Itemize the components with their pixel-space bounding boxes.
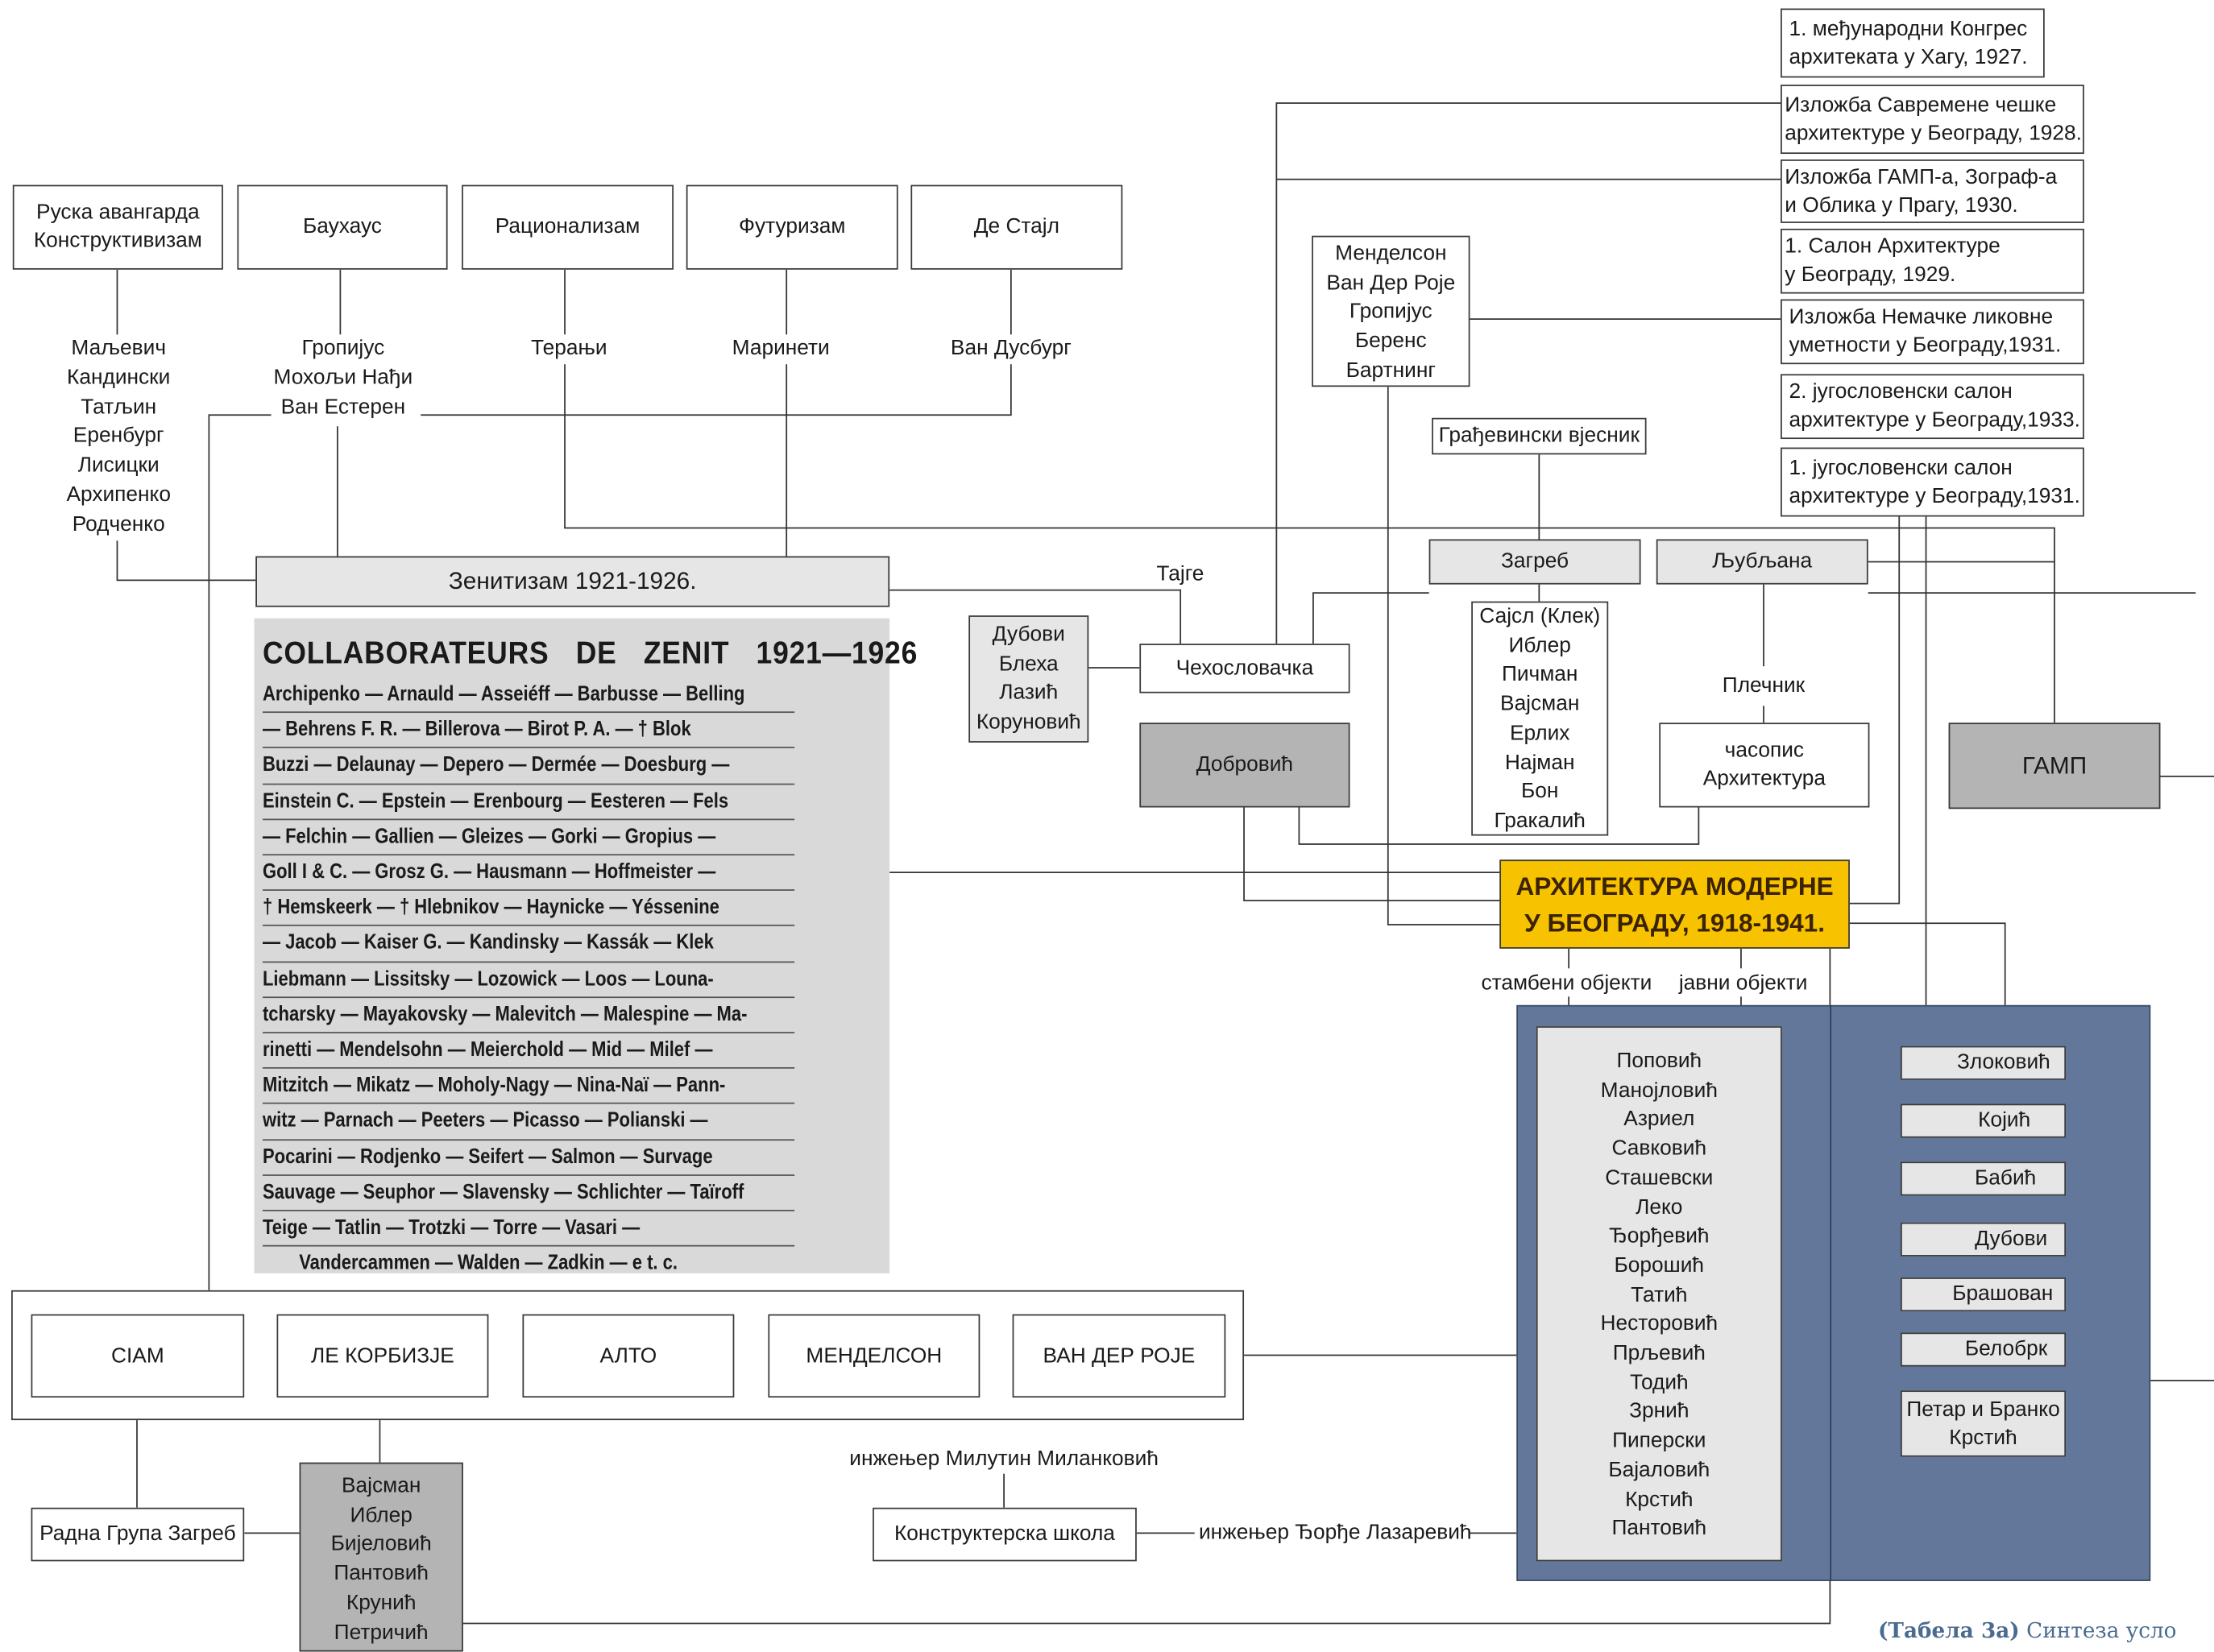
movement-rationalism: Рационализам <box>462 184 674 270</box>
clipping-line: Mitzitch — Mikatz — Moholy-Nagy — Nina-N… <box>262 1069 795 1105</box>
cehoslovacka-box: Чехословачка <box>1139 644 1350 694</box>
event-salon-1933: 2. југословенски салон архитектуре у Бео… <box>1781 374 2084 440</box>
clipping-line: rinetti — Mendelsohn — Meierchold — Mid … <box>262 1033 795 1070</box>
event-salon-1931: 1. југословенски салон архитектуре у Бео… <box>1781 447 2084 517</box>
belobrk-box: Белобрк <box>1900 1332 2067 1367</box>
konstrukterska-skola-box: Конструктерска школа <box>873 1507 1137 1562</box>
event-czech-exhibition: Изложба Савремене чешке архитектуре у Бе… <box>1781 85 2084 155</box>
de-stijl-name: Ван Дусбург <box>950 334 1072 364</box>
panel-divider <box>1830 1004 1832 1581</box>
le-corbusier-box: ЛЕ КОРБИЗЈЕ <box>276 1314 489 1398</box>
clipping-line: † Hemskeerk — † Hlebnikov — Haynicke — Y… <box>262 891 795 927</box>
babic-box: Бабић <box>1900 1161 2067 1196</box>
krstic-brothers-box: Петар и Бранко Крстић <box>1900 1390 2067 1457</box>
clipping-line: — Jacob — Kaiser G. — Kandinsky — Kassák… <box>262 926 795 963</box>
ljubljana-box: Љубљана <box>1656 539 1868 585</box>
van-der-rohe-box: ВАН ДЕР РОЈЕ <box>1012 1314 1226 1398</box>
clipping-line: — Behrens F. R. — Billerova — Birot P. A… <box>262 713 795 749</box>
tajge-label: Тајге <box>1156 561 1204 586</box>
clipping-line: Liebmann — Lissitsky — Lozowick — Loos —… <box>262 963 795 998</box>
movement-bauhaus: Баухаус <box>237 184 448 270</box>
brasovan-box: Брашован <box>1900 1277 2067 1312</box>
event-gamp-prague: Изложба ГАМП-а, Зограф-а и Облика у Праг… <box>1781 159 2084 223</box>
rationalism-name: Терањи <box>531 334 607 364</box>
clipping-line: Vandercammen — Walden — Zadkin — e t. c. <box>299 1252 678 1276</box>
kojic-box: Којић <box>1900 1103 2067 1138</box>
futurism-name: Маринети <box>732 334 830 364</box>
clipping-line: Einstein C. — Epstein — Erenbourg — Eest… <box>262 785 795 820</box>
zlokovic-box: Злоковић <box>1900 1045 2067 1080</box>
clipping-line: tcharsky — Mayakovsky — Malevitch — Male… <box>262 998 795 1033</box>
ciam-box: CIAM <box>31 1314 245 1398</box>
plecnik-label: Плечник <box>1722 672 1806 702</box>
clipping-lines: Archipenko — Arnauld — Asseiéff — Barbus… <box>262 677 881 1281</box>
gradjevinski-vjesnik-box: Грађевински вјесник <box>1432 417 1647 455</box>
clipping-line: Sauvage — Seuphor — Slavensky — Schlicht… <box>262 1176 795 1211</box>
mendelsohn-box: МЕНДЕЛСОН <box>768 1314 981 1398</box>
table-caption: (Табела 3а) Синтеза усло <box>1877 1617 2177 1644</box>
clipping-title: COLLABORATEURS DE ZENIT 1921—1926 <box>262 635 918 671</box>
event-salon-1929: 1. Салон Архитектуре у Београду, 1929. <box>1781 228 2084 294</box>
aalto-box: АЛТО <box>522 1314 735 1398</box>
radna-grupa-zagreb-box: Радна Група Загреб <box>31 1507 245 1562</box>
main-architecture-box: АРХИТЕКТУРА МОДЕРНЕ У БЕОГРАДУ, 1918-194… <box>1499 859 1850 949</box>
clipping-line: Archipenko — Arnauld — Asseiéff — Barbus… <box>262 677 795 714</box>
lazarevic-label: инжењер Ђорђе Лазаревић <box>1198 1520 1472 1545</box>
casopis-arhitektura-box: часопис Архитектура <box>1659 722 1870 808</box>
movement-russian-avantgarde: Руска авангарда Конструктивизам <box>12 184 223 270</box>
event-hague-congress: 1. међународни Конгрес архитеката у Хагу… <box>1781 8 2045 78</box>
zenitizam-box: Зенитизам 1921-1926. <box>255 556 890 607</box>
movement-futurism: Футуризам <box>686 184 898 270</box>
clipping-line: witz — Parnach — Peeters — Picasso — Pol… <box>262 1104 795 1141</box>
dubovi-box: Дубови <box>1900 1222 2067 1257</box>
event-german-art-1931: Изложба Немачке ликовне уметности у Беог… <box>1781 299 2084 365</box>
stambeni-label: стамбени објекти <box>1481 971 1652 996</box>
clipping-line: Teige — Tatlin — Trotzki — Torre — Vasar… <box>262 1211 795 1247</box>
clipping-line: — Felchin — Gallien — Gleizes — Gorki — … <box>262 820 795 856</box>
javni-label: јавни објекти <box>1678 971 1808 996</box>
zagreb-box: Загреб <box>1428 539 1641 585</box>
gamp-box: ГАМП <box>1948 722 2161 809</box>
clipping-line: Goll I & C. — Grosz G. — Hausmann — Hoff… <box>262 855 795 892</box>
collaborateurs-de-zenit-clipping: COLLABORATEURS DE ZENIT 1921—1926 Archip… <box>254 618 918 1275</box>
movement-de-stijl: Де Стајл <box>910 184 1123 270</box>
clipping-line: Buzzi — Delaunay — Depero — Dermée — Doe… <box>262 749 795 785</box>
dobrovic-box: Добровић <box>1139 722 1350 808</box>
milankovic-label: инжењер Милутин Миланковић <box>849 1447 1159 1472</box>
clipping-line: Pocarini — Rodjenko — Seifert — Salmon —… <box>262 1140 795 1176</box>
